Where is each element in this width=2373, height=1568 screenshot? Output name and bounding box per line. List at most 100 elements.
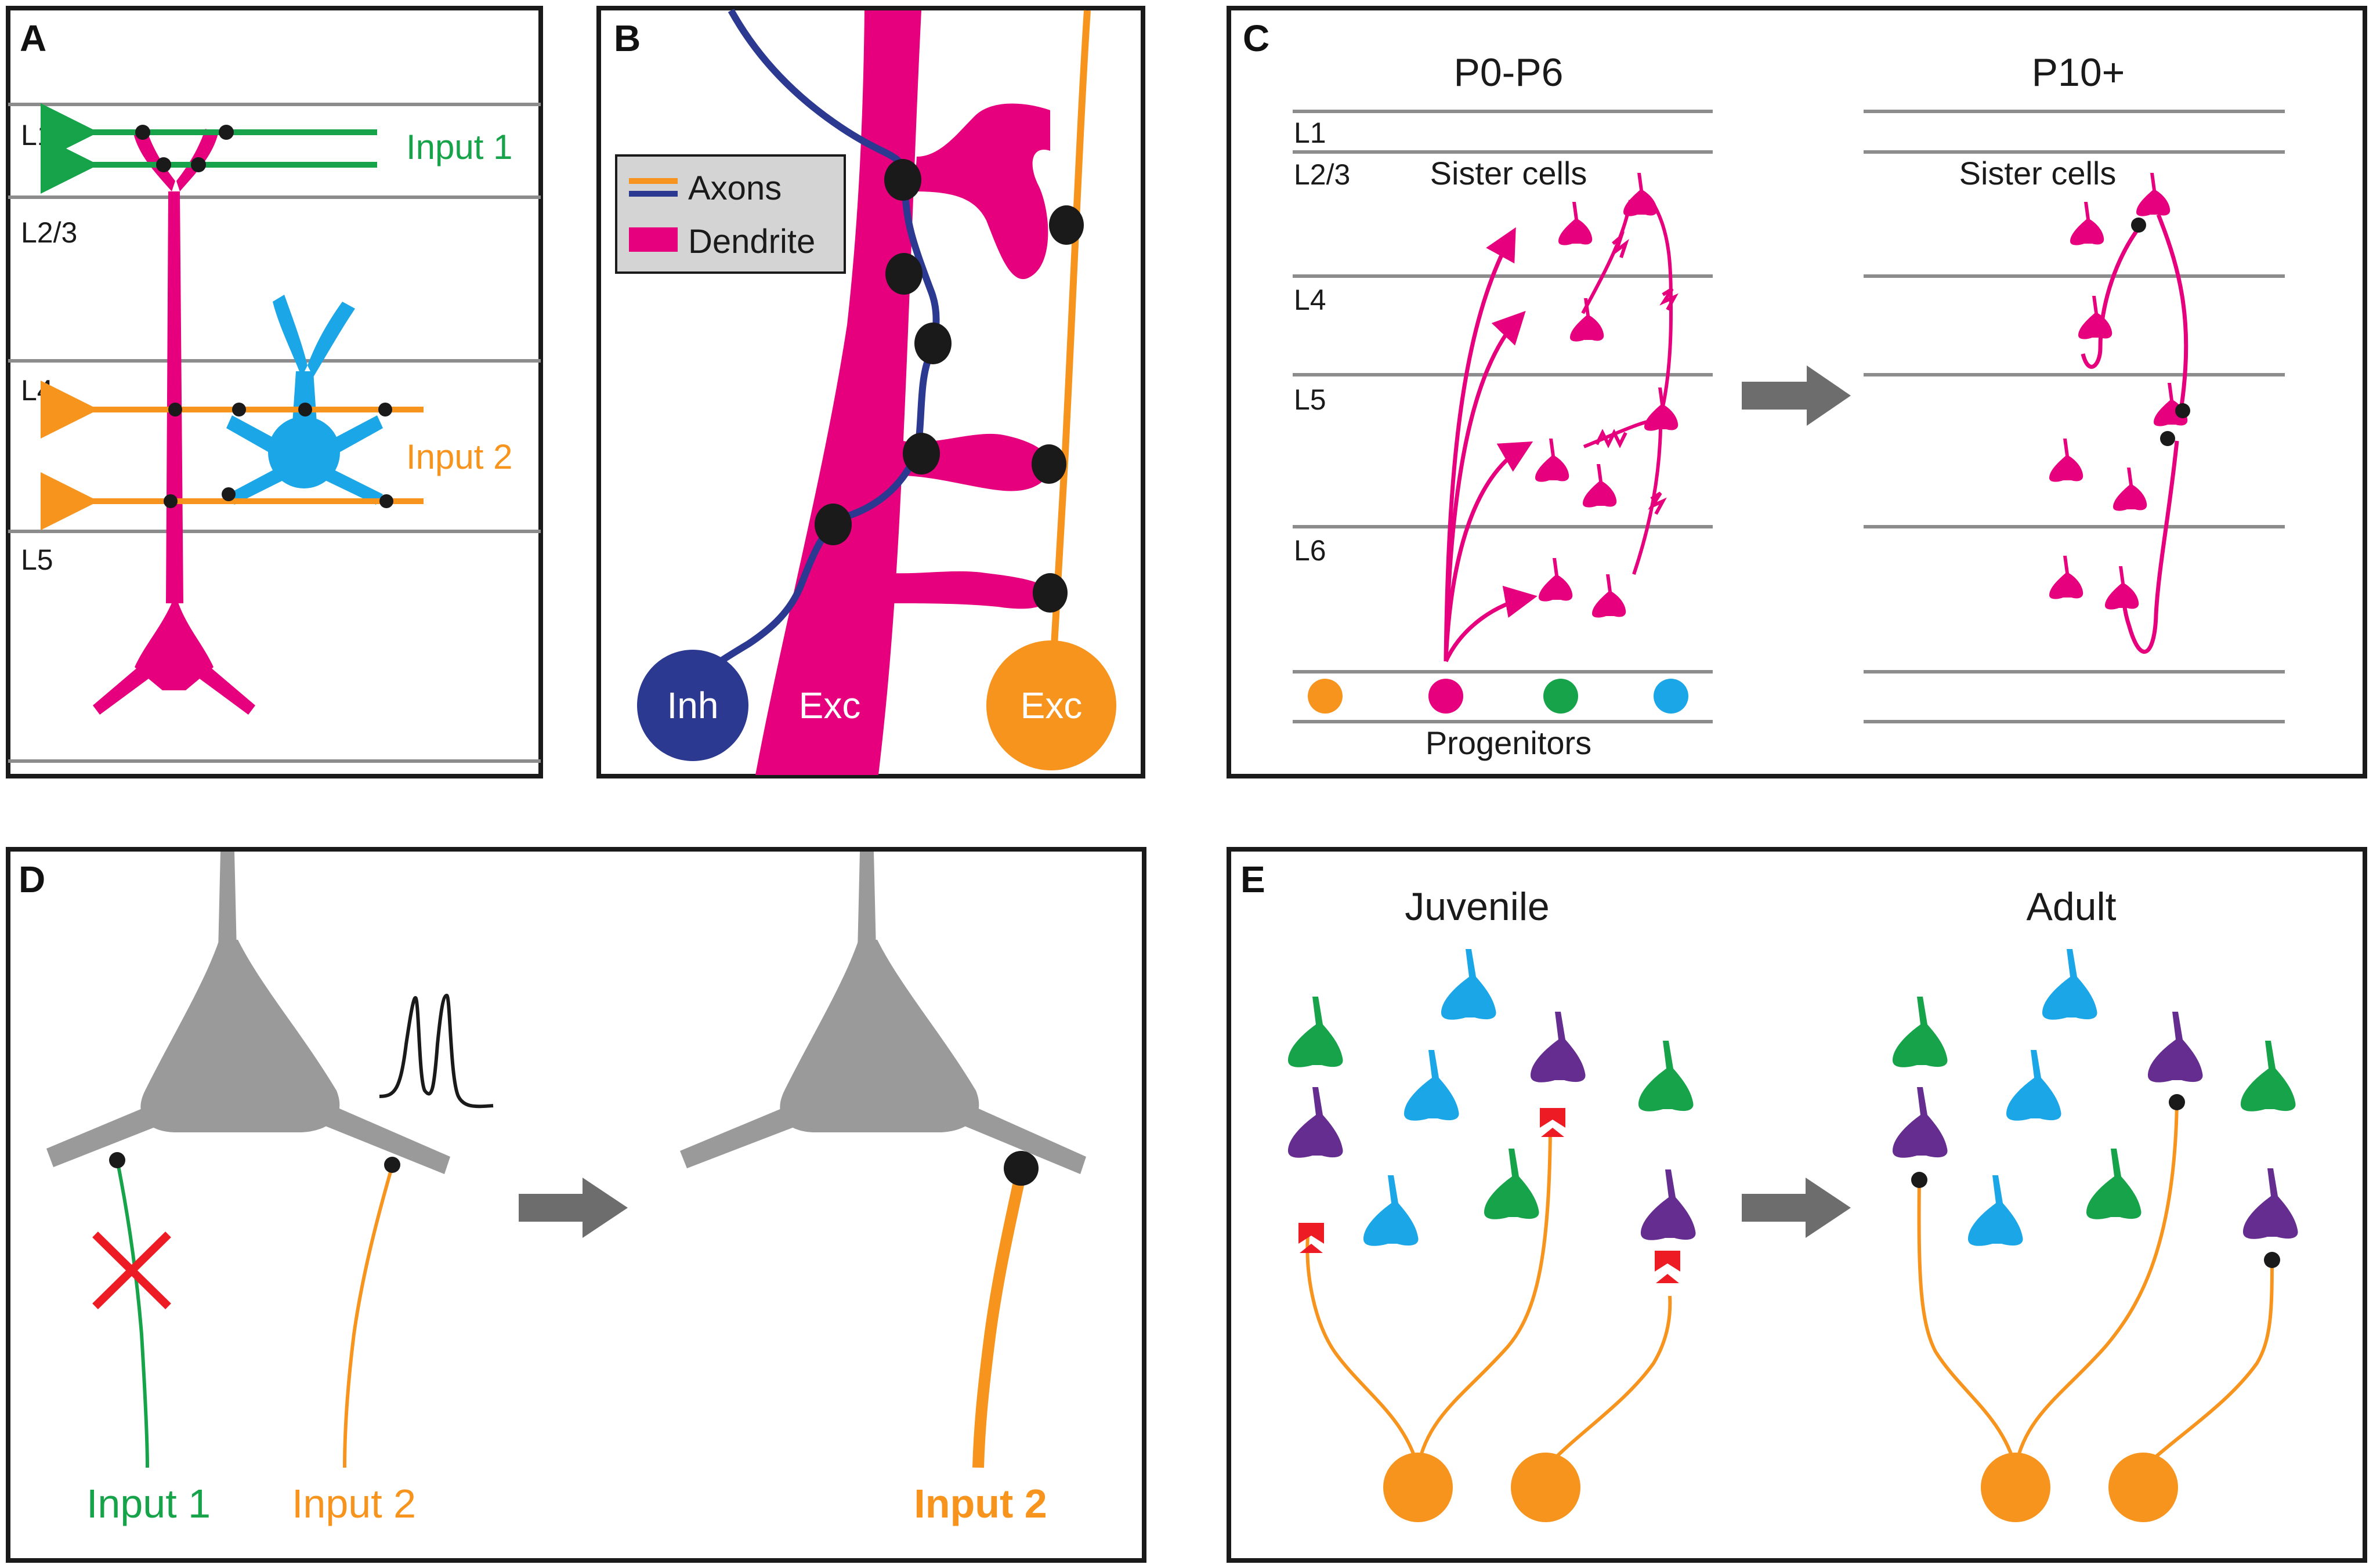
neuron-soma [1288, 1087, 1343, 1158]
neuron-soma [2243, 1168, 2298, 1239]
progenitor-cells [1308, 679, 1688, 714]
pyramidal-neuron-after [680, 852, 1086, 1174]
transition-arrow [1742, 365, 1851, 426]
layer-label-l1: L1 [21, 119, 53, 151]
input2-axon-strengthened [972, 1170, 1027, 1468]
neuron-soma [1641, 1169, 1696, 1240]
c-layer-l1: L1 [1294, 117, 1326, 149]
transition-arrow [1742, 1178, 1851, 1238]
adult-presynaptic-cells [1981, 1453, 2178, 1522]
progenitors-label: Progenitors [1426, 725, 1591, 761]
adult-neurons [1893, 949, 2298, 1246]
legend-dendrite: Dendrite [688, 223, 815, 260]
neuron-soma [1531, 1012, 1586, 1082]
d-input2-label: Input 2 [292, 1481, 416, 1526]
neuron-soma [1539, 558, 1573, 602]
sister-cells-right: Sister cells [1959, 155, 2117, 191]
neuron-soma [2136, 173, 2171, 216]
layer-label-l23: L2/3 [21, 216, 77, 249]
panel-e: E Juvenile Adult [1227, 847, 2367, 1563]
legend-box [615, 154, 846, 274]
exc-soma [986, 640, 1116, 770]
layer-label-l5: L5 [21, 544, 53, 576]
sister-neurons-left [1535, 173, 1679, 618]
input1-axon [115, 1160, 149, 1468]
c-layer-l23: L2/3 [1294, 158, 1350, 191]
neuron-soma [1288, 997, 1343, 1067]
synapse-dots [815, 159, 1084, 613]
neuron-soma [1535, 439, 1569, 482]
panel-a-letter: A [20, 17, 46, 59]
neuron-soma [1583, 464, 1617, 508]
layer-label-l4: L4 [21, 374, 53, 407]
title-juvenile: Juvenile [1405, 885, 1550, 929]
legend: Axons Dendrite [615, 154, 846, 274]
panel-d-letter: D [19, 859, 45, 900]
neuron-soma [1558, 202, 1593, 245]
synapse-dots [1911, 1094, 2280, 1268]
input2-label: Input 2 [406, 437, 513, 476]
adult-axons [1917, 1102, 2274, 1469]
neuron-soma [1638, 1041, 1694, 1111]
juvenile-axons [1305, 1131, 1672, 1469]
neuron-soma [2049, 556, 2083, 599]
neuron-soma [2105, 566, 2139, 610]
legend-dendrite-swatch [629, 227, 678, 252]
synapse-dot [384, 1157, 400, 1173]
neuron-soma [2070, 202, 2104, 245]
neuron-soma [1484, 1149, 1539, 1219]
title-adult: Adult [2027, 885, 2117, 929]
d-input1-label: Input 1 [86, 1481, 211, 1526]
layer-lines-left [1293, 110, 1713, 723]
spike-trace [379, 993, 494, 1109]
neuron-soma [2078, 296, 2112, 339]
c-layer-l6: L6 [1294, 534, 1326, 567]
panel-a-frame [6, 6, 543, 778]
synapse-dots [2131, 218, 2190, 446]
title-p10: P10+ [2032, 50, 2125, 95]
inh-soma [637, 650, 748, 761]
juvenile-neurons [1288, 949, 1696, 1246]
transition-arrow [519, 1178, 628, 1238]
neuron-soma [1644, 388, 1679, 431]
neuron-soma [1441, 949, 1496, 1020]
neuron-soma [2049, 439, 2083, 482]
progenitor-cyan [1654, 679, 1688, 714]
exc-axon-label: Exc [1021, 685, 1083, 726]
input2-axon [343, 1165, 394, 1468]
neuron-soma [2241, 1041, 2296, 1111]
inh-axon [715, 9, 940, 667]
input1-label: Input 1 [406, 128, 513, 166]
neuron-soma [1623, 173, 1658, 216]
progenitor-magenta [1428, 679, 1463, 714]
panel-c: C P0-P6 P10+ L1 L2/3 L4 L5 L6 Sister [1227, 6, 2367, 778]
panel-b: B Inh Exc Exc [596, 6, 1145, 778]
d-input2-after-label: Input 2 [914, 1481, 1047, 1526]
panel-b-letter: B [614, 17, 641, 59]
dendrite [755, 10, 1050, 775]
panel-c-letter: C [1243, 17, 1269, 59]
progenitor-orange [1308, 679, 1343, 714]
neuron-soma [1404, 1050, 1459, 1121]
synapse-dot [109, 1152, 125, 1168]
neuron-soma [2113, 468, 2147, 511]
sister-cells-left: Sister cells [1430, 155, 1587, 191]
migration-arrows [1444, 227, 1538, 662]
panel-a: A L1 L2/3 L4 L5 [6, 6, 543, 778]
elimination-cross-icon [92, 1232, 171, 1309]
pyramidal-neuron-before [46, 852, 450, 1174]
legend-axons: Axons [688, 169, 782, 207]
neuron-soma [2086, 1149, 2142, 1219]
synapse-dot-large [1004, 1151, 1039, 1186]
juvenile-presynaptic-cells [1383, 1453, 1580, 1522]
inh-label: Inh [667, 685, 719, 726]
neuron-soma [2006, 1050, 2061, 1121]
neuron-soma [2042, 949, 2097, 1020]
neuron-soma [2148, 1012, 2203, 1082]
neuron-soma [1968, 1175, 2023, 1246]
title-p0-p6: P0-P6 [1454, 50, 1564, 95]
cyan-interneuron [226, 295, 383, 505]
neuron-soma [1592, 574, 1626, 618]
panel-d: D Input 1 Input 2 [6, 847, 1146, 1563]
